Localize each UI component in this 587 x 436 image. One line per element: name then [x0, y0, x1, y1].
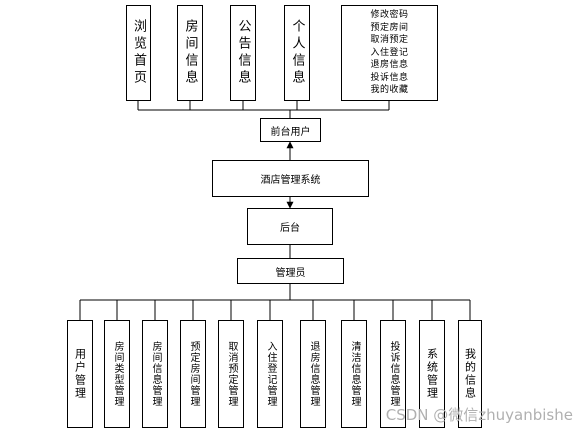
admin-module-user-management: 用户管理: [67, 320, 93, 428]
submenu-item: 入住登记: [370, 47, 409, 58]
module-browse-home: 浏览首页: [126, 5, 151, 101]
admin-module-checkout-management: 退房信息管理: [300, 320, 326, 428]
admin-module-room-type-management: 房间类型管理: [104, 320, 130, 428]
watermark: CSDN @微信zhuyanbishe: [385, 406, 573, 424]
submenu-item: 取消预定: [370, 35, 409, 46]
submenu-item: 预定房间: [370, 22, 409, 33]
admin-module-checkin-management: 入住登记管理: [257, 320, 283, 428]
admin-box: 管理员: [237, 258, 344, 284]
admin-module-room-info-management: 房间信息管理: [142, 320, 168, 428]
admin-module-cancel-booking-management: 取消预定管理: [218, 320, 244, 428]
admin-module-my-info: 我的信息: [458, 320, 482, 428]
module-notice-info: 公告信息: [230, 5, 256, 101]
back-office-box: 后台: [247, 208, 333, 245]
system-box: 酒店管理系统: [212, 160, 369, 197]
personal-info-submenu: 修改密码 预定房间 取消预定 入住登记 退房信息 投诉信息 我的收藏: [341, 5, 438, 101]
admin-module-cleaning-management: 清洁信息管理: [341, 320, 367, 428]
submenu-item: 投诉信息: [370, 72, 409, 83]
submenu-item: 退房信息: [370, 60, 409, 71]
module-personal-info: 个人信息: [284, 5, 310, 101]
submenu-item: 修改密码: [370, 10, 409, 21]
module-room-info: 房间信息: [177, 5, 203, 101]
submenu-item: 我的收藏: [370, 85, 409, 96]
front-user-box: 前台用户: [260, 118, 321, 142]
admin-module-booking-management: 预定房间管理: [180, 320, 206, 428]
admin-module-complaint-management: 投诉信息管理: [380, 320, 406, 428]
admin-module-system-management: 系统管理: [419, 320, 445, 428]
